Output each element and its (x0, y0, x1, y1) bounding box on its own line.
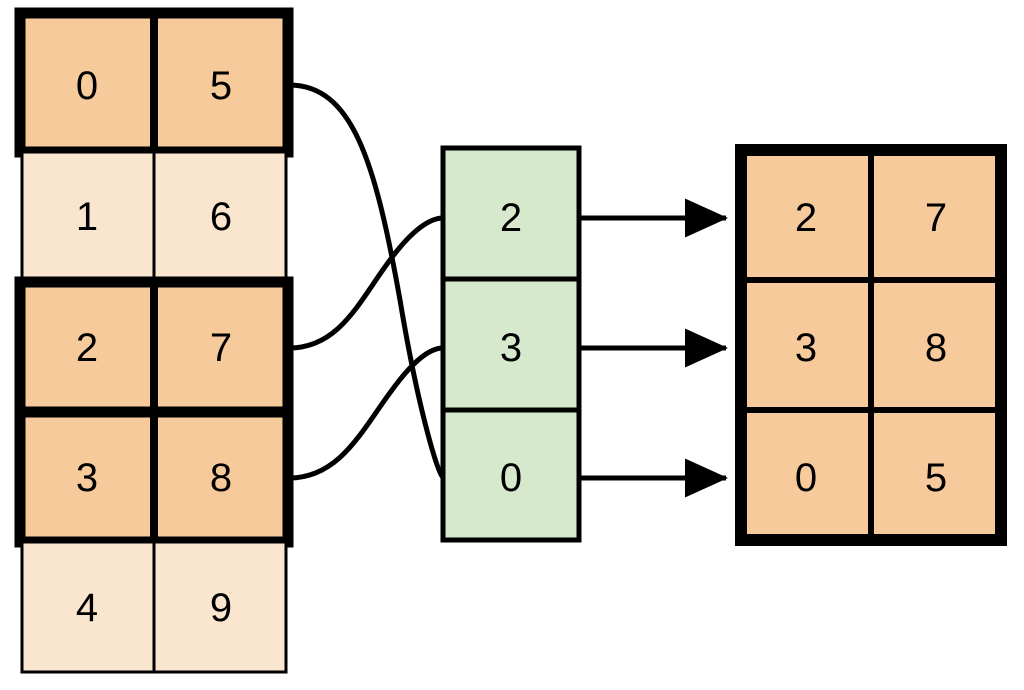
result-cell-0-0: 2 (795, 196, 817, 240)
curve-row2-to-index-cell-0 (286, 215, 446, 351)
source-cell-3-1: 8 (210, 456, 232, 500)
index-cell-1: 3 (500, 326, 522, 370)
result-cell-0-1: 7 (925, 196, 947, 240)
source-cell-2-0: 2 (76, 326, 98, 370)
curve-links (286, 82, 446, 481)
source-cell-4-0: 4 (76, 586, 98, 630)
index-cell-0: 2 (500, 196, 522, 240)
source-cell-4-1: 9 (210, 586, 232, 630)
source-cell-3-0: 3 (76, 456, 98, 500)
source-cell-0-0: 0 (76, 64, 98, 108)
source-cell-0-1: 5 (210, 64, 232, 108)
source-cell-1-1: 6 (210, 195, 232, 239)
result-cell-1-1: 8 (925, 326, 947, 370)
source-cell-2-1: 7 (210, 326, 232, 370)
curve-row0-to-index-cell-2 (286, 82, 446, 481)
result-cell-2-1: 5 (925, 456, 947, 500)
result-array: 2 7 3 8 0 5 (735, 144, 1007, 546)
index-cell-2: 0 (500, 456, 522, 500)
source-row-0[interactable]: 0 5 (14, 7, 294, 158)
result-cell-2-0: 0 (795, 456, 817, 500)
curve-row3-to-index-cell-1 (286, 345, 446, 481)
source-row-3[interactable]: 3 8 (14, 406, 294, 548)
source-row-2[interactable]: 2 7 (14, 276, 294, 418)
index-vector: 2 3 0 (440, 145, 582, 543)
index-vector-outline (440, 145, 582, 543)
result-arrows (580, 198, 729, 498)
source-row-4[interactable]: 4 9 (20, 540, 288, 674)
result-cell-1-0: 3 (795, 326, 817, 370)
source-cell-1-0: 1 (76, 195, 98, 239)
source-row-1[interactable]: 1 6 (20, 150, 288, 284)
source-array: 0 5 1 6 2 7 3 8 (14, 7, 294, 674)
